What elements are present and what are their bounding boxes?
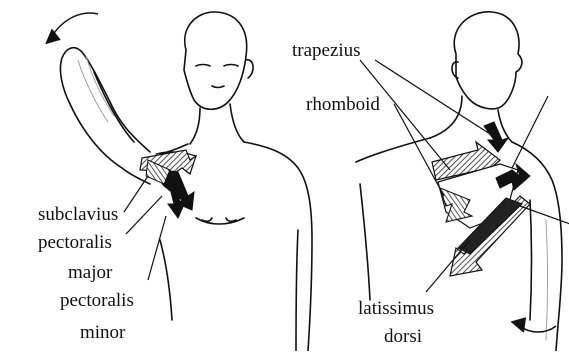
left-neck-outline: [190, 108, 200, 144]
left-rotation-arrow: [46, 13, 98, 44]
label-rhomboid: rhomboid: [306, 94, 380, 115]
right-ear-outline: [452, 62, 458, 78]
label-pectoralis-minor-2: minor: [80, 322, 125, 343]
left-ear-outline: [246, 60, 253, 78]
left-head-outline: [184, 12, 247, 109]
right-muscle-arrows: [432, 122, 530, 276]
label-pectoralis-major-2: major: [68, 262, 112, 283]
label-pectoralis-major-1: pectoralis: [38, 232, 112, 253]
label-pectoralis-minor-1: pectoralis: [60, 290, 134, 311]
label-trapezius: trapezius: [292, 40, 361, 61]
right-rotation-arrow: [512, 318, 556, 332]
label-subclavius: subclavius: [38, 204, 118, 225]
right-head-outline: [454, 12, 522, 109]
trapezius-upper-arrow: [484, 122, 508, 152]
label-latissimus-1: latissimus: [358, 298, 434, 319]
left-leader-lines: [124, 176, 166, 280]
label-latissimus-2: dorsi: [384, 326, 422, 347]
left-raised-arm-outer: [60, 48, 150, 184]
right-neck-outline: [430, 96, 462, 138]
left-shoulder-right: [244, 142, 312, 351]
